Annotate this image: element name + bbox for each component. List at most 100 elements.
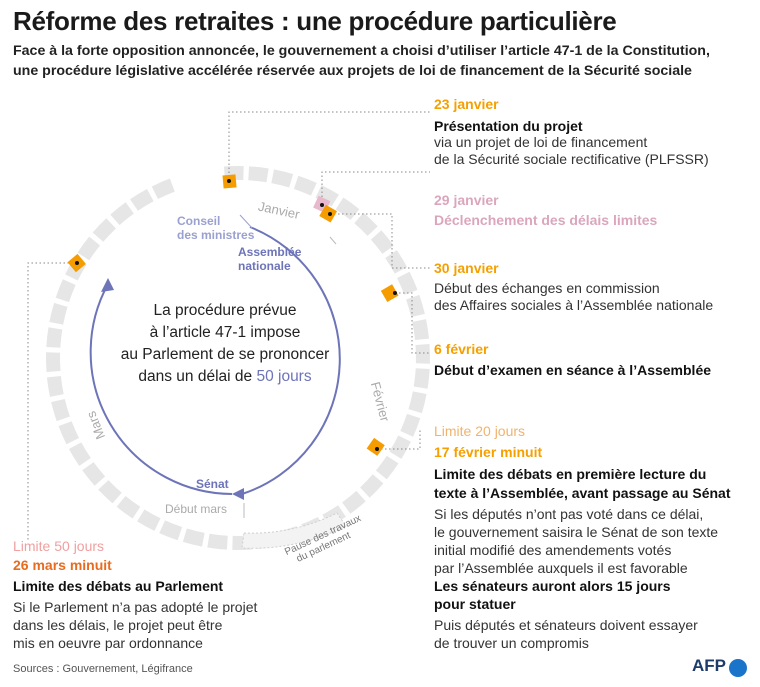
event-17-fevrier-bold-2: pour statuer bbox=[434, 596, 516, 612]
subtitle-line-1: Face à la forte opposition annoncée, le … bbox=[13, 43, 710, 59]
center-line-3: au Parlement de se prononcer bbox=[120, 346, 330, 363]
event-23-janvier-title: Présentation du projet bbox=[434, 118, 583, 134]
label-senat: Sénat bbox=[196, 477, 229, 491]
assemblee-senat-arc bbox=[241, 226, 341, 495]
center-explanation: La procédure prévue à l’article 47-1 imp… bbox=[110, 300, 340, 388]
ring-segment bbox=[98, 480, 122, 504]
ring-segment bbox=[293, 175, 317, 196]
center-line-4-accent: 50 jours bbox=[256, 368, 312, 385]
source-note: Sources : Gouvernement, Légifrance bbox=[13, 663, 193, 675]
ring-segment bbox=[248, 166, 269, 183]
center-line-4: dans un délai de 50 jours bbox=[110, 366, 340, 388]
ring-segment bbox=[408, 391, 427, 414]
label-assemblee-1: Assemblée bbox=[238, 245, 302, 259]
afp-logo: AFP bbox=[692, 656, 726, 675]
ring-segment bbox=[77, 236, 101, 261]
january-divider bbox=[329, 236, 337, 245]
ring-segment bbox=[400, 413, 421, 437]
ring-segment bbox=[375, 455, 399, 480]
ring-segment bbox=[92, 218, 116, 242]
ring-segment bbox=[151, 178, 175, 199]
marker-17-fevrier bbox=[366, 437, 385, 456]
event-17-fevrier-line-5: Puis députés et sénateurs doivent essaye… bbox=[434, 617, 698, 633]
label-conseil-1: Conseil bbox=[177, 214, 220, 228]
ring-segment bbox=[389, 435, 411, 459]
ring-segment bbox=[45, 352, 61, 373]
ring-segment bbox=[315, 185, 339, 207]
pause-region bbox=[241, 512, 347, 549]
ring-segment bbox=[360, 474, 384, 498]
event-23-janvier-line-1: via un projet de loi de financement bbox=[434, 134, 648, 150]
ring-segment bbox=[182, 528, 205, 547]
ring-segment bbox=[413, 368, 430, 389]
event-17-fevrier-bold-1: Les sénateurs auront alors 15 jours bbox=[434, 578, 671, 594]
center-line-2: à l’article 47-1 impose bbox=[149, 324, 301, 341]
page-title: Réforme des retraites : une procédure pa… bbox=[13, 6, 617, 36]
ring-segment bbox=[46, 375, 64, 397]
event-26-mars-limit: Limite 50 jours bbox=[13, 538, 105, 554]
ring-label-fevrier: Février bbox=[368, 380, 393, 424]
event-29-janvier-date: 29 janvier bbox=[434, 192, 499, 208]
mars-arrowhead bbox=[101, 278, 114, 292]
label-conseil-2: des ministres bbox=[177, 228, 255, 242]
ring-segment bbox=[130, 188, 154, 211]
event-17-fevrier-date: 17 février minuit bbox=[434, 444, 543, 460]
event-17-fevrier-line-2: le gouvernement saisira le Sénat de son … bbox=[434, 524, 719, 540]
event-17-fevrier-line-1: Si les députés n’ont pas voté dans ce dé… bbox=[434, 506, 704, 522]
senat-mars-arc bbox=[89, 283, 233, 495]
ring-segment bbox=[415, 343, 430, 364]
event-17-fevrier-title-1: Limite des débats en première lecture du bbox=[434, 466, 707, 482]
event-17-fevrier-line-6: de trouver un compromis bbox=[434, 635, 589, 651]
ring-segment bbox=[110, 202, 134, 226]
conseil-divider bbox=[239, 214, 253, 229]
event-17-fevrier-title-2: texte à l’Assemblée, avant passage au Sé… bbox=[434, 485, 731, 501]
event-26-mars-line-1: Si le Parlement n’a pas adopté le projet bbox=[13, 599, 258, 615]
senat-arrowhead bbox=[232, 488, 244, 500]
ring-segment bbox=[385, 250, 408, 274]
ring-segment bbox=[406, 294, 425, 318]
event-29-janvier-title: Déclenchement des délais limites bbox=[434, 212, 658, 228]
event-6-fevrier-title: Début d’examen en séance à l’Assemblée bbox=[434, 362, 712, 378]
label-assemblee-2: nationale bbox=[238, 259, 291, 273]
ring-segment bbox=[49, 302, 68, 325]
ring-label-debut-mars: Début mars bbox=[165, 502, 227, 516]
ring-segment bbox=[335, 197, 360, 221]
event-6-fevrier-date: 6 février bbox=[434, 341, 489, 357]
ring-segment bbox=[55, 279, 76, 303]
event-30-janvier-line-1: Début des échanges en commission bbox=[434, 280, 660, 296]
event-26-mars-date: 26 mars minuit bbox=[13, 557, 112, 573]
subtitle-line-2: une procédure législative accélérée rése… bbox=[13, 63, 692, 79]
event-17-fevrier-line-3: initial modifié des amendements votés bbox=[434, 542, 672, 558]
leader-lines bbox=[27, 111, 430, 540]
event-30-janvier-date: 30 janvier bbox=[434, 260, 499, 276]
afp-logo-dot-icon bbox=[729, 659, 747, 677]
ring-segment bbox=[159, 520, 183, 541]
event-17-fevrier-line-4: par l’Assemblée auxquels il est favorabl… bbox=[434, 560, 688, 576]
ring-segment bbox=[207, 533, 228, 550]
ring-segment bbox=[51, 398, 70, 422]
event-26-mars-line-2: dans les délais, le projet peut être bbox=[13, 617, 223, 633]
ring-segment bbox=[412, 319, 430, 341]
event-30-janvier-line-2: des Affaires sociales à l’Assemblée nati… bbox=[434, 297, 714, 313]
marker-6-fevrier bbox=[380, 284, 399, 303]
center-line-1: La procédure prévue bbox=[153, 302, 297, 319]
event-17-fevrier-limit: Limite 20 jours bbox=[434, 423, 526, 439]
ring-segment bbox=[370, 230, 394, 254]
event-26-mars-line-3: mis en oeuvre par ordonnance bbox=[13, 635, 203, 651]
ring-segment bbox=[116, 495, 141, 519]
event-23-janvier-date: 23 janvier bbox=[434, 96, 499, 112]
ring-segment bbox=[58, 421, 79, 445]
center-line-4-prefix: dans un délai de bbox=[138, 368, 257, 385]
ring-segment bbox=[342, 490, 366, 514]
ring-segment bbox=[82, 462, 106, 486]
ring-segment bbox=[46, 327, 63, 348]
event-23-janvier-line-2: de la Sécurité sociale rectificative (PL… bbox=[434, 151, 709, 167]
ring-segment bbox=[354, 212, 378, 236]
ring-segment bbox=[271, 169, 294, 188]
ring-label-janvier: Janvier bbox=[257, 199, 302, 223]
ring-segment bbox=[68, 442, 91, 466]
event-26-mars-title: Limite des débats au Parlement bbox=[13, 578, 224, 594]
ring-segment bbox=[397, 271, 418, 295]
ring-segment bbox=[137, 509, 161, 531]
